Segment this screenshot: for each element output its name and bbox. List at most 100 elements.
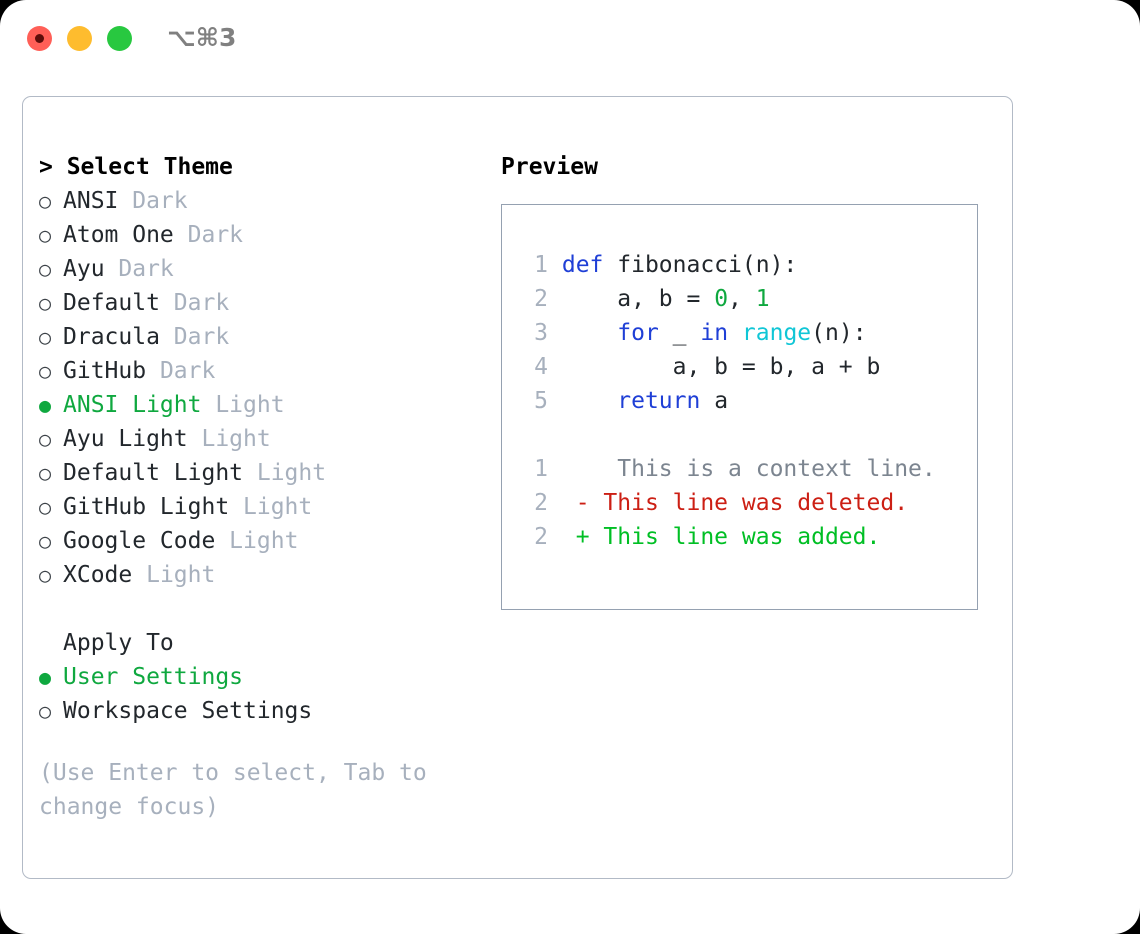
theme-option-name: Ayu Light <box>63 426 188 452</box>
diff-marker: - <box>575 490 590 516</box>
theme-option-category: Light <box>132 562 216 588</box>
select-theme-header: > Select Theme <box>39 150 489 184</box>
code-token-txt <box>562 388 617 414</box>
radio-unselected-icon: ○ <box>39 563 52 587</box>
code-token-kw: for <box>617 320 659 346</box>
theme-option-category: Dark <box>159 290 230 316</box>
code-line: 5 return a <box>522 384 936 418</box>
theme-option-name: Google Code <box>63 528 216 554</box>
theme-option-dracula[interactable]: ○Dracula Dark <box>39 320 489 354</box>
radio-unselected-icon: ○ <box>39 189 52 213</box>
theme-option-xcode[interactable]: ○ XCode Light <box>39 558 489 592</box>
apply-to-header: Apply To <box>63 630 174 656</box>
theme-option-ayu-light[interactable]: ○Ayu Light Light <box>39 422 489 456</box>
diff-line-number: 2 <box>534 524 548 550</box>
theme-option-name: XCode <box>63 562 133 588</box>
theme-option-category: Light <box>201 392 285 418</box>
radio-selected-icon: ● <box>39 393 52 417</box>
code-token-txt: fibonacci(n): <box>603 252 798 278</box>
code-line: 1 def fibonacci(n): <box>522 248 936 282</box>
keyboard-hint-text: (Use Enter to select, Tab to change focu… <box>39 760 441 820</box>
radio-unselected-icon: ○ <box>39 223 52 247</box>
code-line: 4 a, b = b, a + b <box>522 350 936 384</box>
theme-option-ayu[interactable]: ○ Ayu Dark <box>39 252 489 286</box>
theme-option-name: Dracula <box>63 324 160 350</box>
diff-line-number: 1 <box>534 456 548 482</box>
code-line-number: 2 <box>534 286 548 312</box>
maximize-window-button[interactable] <box>107 26 132 51</box>
radio-unselected-icon: ○ <box>39 461 52 485</box>
apply-to-option-label: Workspace Settings <box>63 698 313 724</box>
theme-option-category: Dark <box>173 222 244 248</box>
diff-line-del: 2 - This line was deleted. <box>522 486 936 520</box>
theme-option-default-light[interactable]: ○Default Light Light <box>39 456 489 490</box>
radio-unselected-icon: ○ <box>39 291 52 315</box>
code-token-kw: def <box>561 252 604 278</box>
radio-unselected-icon: ○ <box>39 495 52 519</box>
theme-option-category: Dark <box>104 256 174 282</box>
title-bar: ⌥⌘3 <box>0 0 1140 78</box>
code-token-kw: return <box>617 388 701 414</box>
code-blank-line <box>522 418 936 452</box>
diff-line-ctx: 1 This is a context line. <box>522 452 936 486</box>
code-token-txt: a, b = b, a + b <box>561 354 881 380</box>
preview-header: Preview <box>501 154 598 180</box>
code-gutter-space <box>548 354 562 380</box>
code-token-txt <box>562 320 617 346</box>
theme-option-name: GitHub Light <box>63 494 230 520</box>
theme-option-name: Ayu <box>63 256 105 282</box>
diff-line-text: This line was added. <box>589 524 881 550</box>
code-line-number: 1 <box>534 252 548 278</box>
diff-gutter-space <box>548 524 576 550</box>
select-theme-header-prefix: > <box>39 154 67 180</box>
theme-option-category: Light <box>215 528 299 554</box>
apply-to-option-workspace-settings[interactable]: ○ Workspace Settings <box>39 694 489 728</box>
theme-option-category: Dark <box>146 358 216 384</box>
theme-option-category: Dark <box>159 324 230 350</box>
theme-option-default[interactable]: ○ Default Dark <box>39 286 489 320</box>
diff-gutter-space <box>548 456 576 482</box>
diff-line-number: 2 <box>534 490 548 516</box>
theme-option-name: Default Light <box>63 460 244 486</box>
code-line-number: 3 <box>534 320 548 346</box>
diff-line-text: This is a context line. <box>589 456 936 482</box>
theme-option-name: GitHub <box>63 358 147 384</box>
theme-picker-column: > Select Theme ○ANSI Dark○Atom One Dark○… <box>39 150 489 824</box>
theme-option-name: ANSI <box>63 188 119 214</box>
code-line: 3 for _ in range(n): <box>522 316 936 350</box>
radio-unselected-icon: ○ <box>39 529 52 553</box>
theme-option-atom-one[interactable]: ○Atom One Dark <box>39 218 489 252</box>
list-spacer <box>39 592 489 626</box>
keyboard-shortcut-label: ⌥⌘3 <box>167 23 237 52</box>
theme-option-ansi-light[interactable]: ●ANSI Light Light <box>39 388 489 422</box>
diff-marker <box>576 456 590 482</box>
diff-gutter-space <box>548 490 576 516</box>
select-theme-header-label: Select Theme <box>66 154 233 180</box>
code-gutter-space <box>548 320 562 346</box>
apply-to-list: ●User Settings ○ Workspace Settings <box>39 660 489 728</box>
code-token-txt <box>728 320 742 346</box>
code-token-kw: in <box>700 320 729 346</box>
theme-option-category: Dark <box>118 188 188 214</box>
theme-option-google-code[interactable]: ○ Google Code Light <box>39 524 489 558</box>
preview-column: Preview <box>501 150 1001 184</box>
apply-to-option-user-settings[interactable]: ●User Settings <box>39 660 489 694</box>
theme-option-github-light[interactable]: ○GitHub Light Light <box>39 490 489 524</box>
code-gutter-space <box>548 286 562 312</box>
radio-unselected-icon: ○ <box>39 427 52 451</box>
radio-unselected-icon: ○ <box>39 257 52 281</box>
code-token-txt: a, b = <box>561 286 715 312</box>
radio-unselected-icon: ○ <box>39 699 52 723</box>
minimize-window-button[interactable] <box>67 26 92 51</box>
theme-option-name: Default <box>63 290 160 316</box>
code-token-fn: range <box>741 320 812 346</box>
code-token-txt: , <box>728 286 756 312</box>
main-panel: > Select Theme ○ANSI Dark○Atom One Dark○… <box>22 96 1013 879</box>
theme-option-github[interactable]: ○GitHub Dark <box>39 354 489 388</box>
code-line-number: 5 <box>534 388 548 414</box>
radio-selected-icon: ● <box>39 665 52 689</box>
theme-option-ansi[interactable]: ○ ANSI Dark <box>39 184 489 218</box>
code-token-num: 0 <box>714 286 729 312</box>
code-line: 2 a, b = 0, 1 <box>522 282 936 316</box>
